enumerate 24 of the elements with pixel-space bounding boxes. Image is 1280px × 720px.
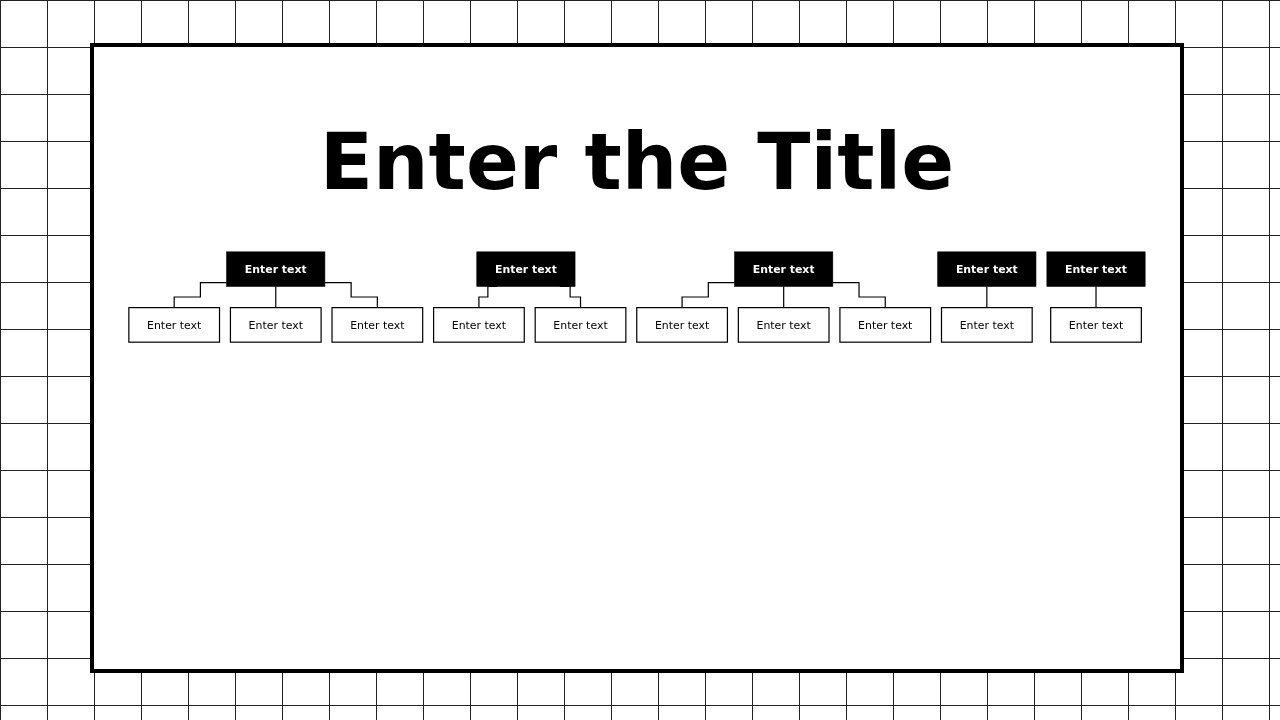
node-box: Enter text xyxy=(476,251,576,287)
node-box: Enter text xyxy=(1050,307,1142,343)
node-box: Enter text xyxy=(737,307,830,343)
node-box: Enter text xyxy=(229,307,322,343)
node-box: Enter text xyxy=(433,307,525,343)
connector xyxy=(783,285,785,309)
node-box: Enter text xyxy=(636,307,729,343)
node-box: Enter text xyxy=(128,307,221,343)
node-box: Enter text xyxy=(940,307,1033,343)
connector xyxy=(681,282,736,309)
connector xyxy=(1095,285,1097,309)
node-box: Enter text xyxy=(839,307,932,343)
node-box: Enter text xyxy=(226,251,326,287)
node-box: Enter text xyxy=(534,307,627,343)
connector xyxy=(986,285,988,309)
connector xyxy=(832,282,886,309)
node-box: Enter text xyxy=(331,307,424,343)
title: Enter the Title xyxy=(319,117,955,207)
node-box: Enter text xyxy=(734,251,834,287)
connector xyxy=(173,282,228,309)
node-box: Enter text xyxy=(937,251,1037,287)
node-box: Enter text xyxy=(1046,251,1146,287)
connector xyxy=(275,285,277,309)
connector xyxy=(324,282,378,309)
